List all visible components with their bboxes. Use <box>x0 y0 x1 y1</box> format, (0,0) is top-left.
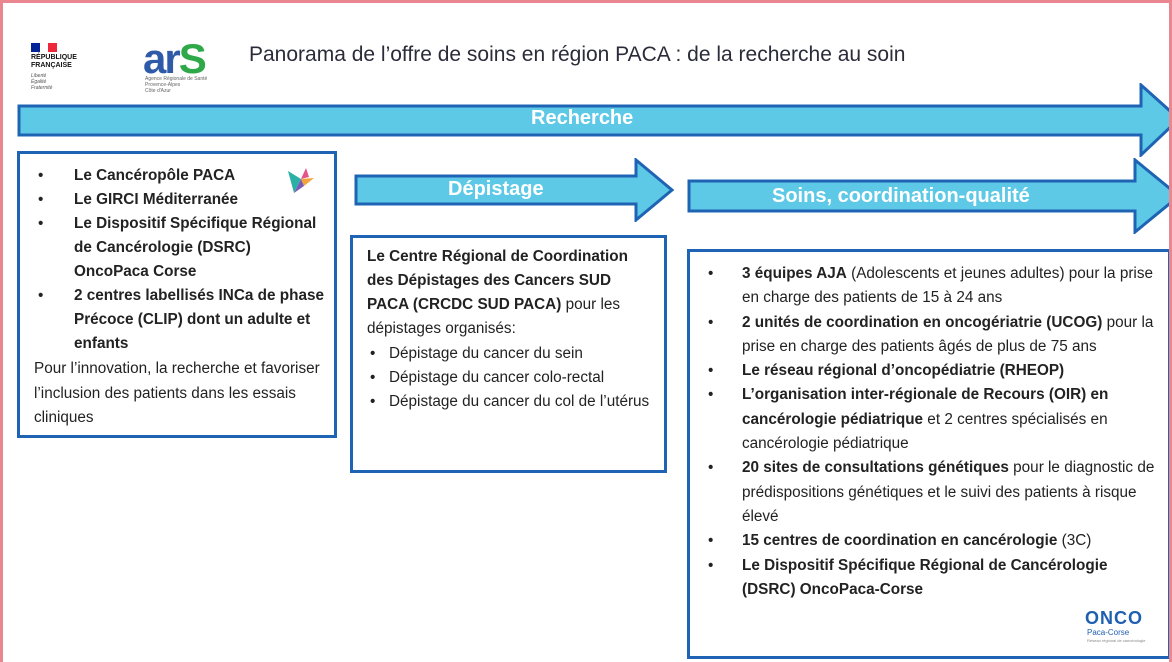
ars-logo-subtitle: Agence Régionale de Santé Provence-Alpes… <box>145 76 208 94</box>
list-item: Le Cancéropôle PACA <box>34 164 326 188</box>
recherche-label: Recherche <box>531 107 634 129</box>
onco-logo-tagline: Réseau régional de cancérologie <box>1087 638 1146 643</box>
list-item: Le GIRCI Méditerranée <box>34 188 326 212</box>
list-item: Le Dispositif Spécifique Régional de Can… <box>702 554 1160 603</box>
depistage-list: Dépistage du cancer du sein Dépistage du… <box>367 342 656 414</box>
french-flag-icon <box>31 43 58 52</box>
list-item: 2 unités de coordination en oncogériatri… <box>702 311 1160 360</box>
soins-box: 3 équipes AJA (Adolescents et jeunes adu… <box>687 249 1169 659</box>
depistage-label: Dépistage <box>448 178 544 200</box>
ars-logo-mark: arS <box>143 35 207 82</box>
list-item: 3 équipes AJA (Adolescents et jeunes adu… <box>702 262 1160 311</box>
depistage-arrow: Dépistage <box>354 158 676 222</box>
onco-logo-mark: ONCO <box>1085 608 1143 628</box>
list-item: Dépistage du cancer du col de l’utérus <box>367 390 656 414</box>
list-item: 20 sites de consultations génétiques pou… <box>702 456 1160 529</box>
list-item: Le Dispositif Spécifique Régional de Can… <box>34 212 326 284</box>
soins-label: Soins, coordination-qualité <box>772 185 1030 207</box>
list-item: Dépistage du cancer colo-rectal <box>367 366 656 390</box>
onco-paca-corse-logo: ONCO Paca-Corse Réseau régional de cancé… <box>1085 609 1151 649</box>
republique-name: RÉPUBLIQUE FRANÇAISE <box>31 54 77 69</box>
depistage-intro: Le Centre Régional de Coordination des D… <box>367 248 628 337</box>
soins-list: 3 équipes AJA (Adolescents et jeunes adu… <box>702 262 1160 602</box>
ars-logo: arS Agence Régionale de Santé Provence-A… <box>143 35 227 95</box>
list-item: 15 centres de coordination en cancérolog… <box>702 529 1160 554</box>
soins-arrow: Soins, coordination-qualité <box>687 158 1169 234</box>
recherche-box: Le Cancéropôle PACA Le GIRCI Méditerrané… <box>17 151 337 438</box>
list-item: Le réseau régional d’oncopédiatrie (RHEO… <box>702 359 1160 384</box>
recherche-purpose-text: Pour l’innovation, la recherche et favor… <box>34 360 320 426</box>
republique-motto: Liberté Égalité Fraternité <box>31 73 53 91</box>
recherche-arrow: Recherche <box>17 83 1169 157</box>
depistage-box: Le Centre Régional de Coordination des D… <box>350 235 667 473</box>
recherche-list: Le Cancéropôle PACA Le GIRCI Méditerrané… <box>34 164 326 356</box>
page-title: Panorama de l’offre de soins en région P… <box>249 43 906 66</box>
onco-logo-subtitle: Paca-Corse <box>1087 628 1130 637</box>
list-item: Dépistage du cancer du sein <box>367 342 656 366</box>
canceropole-star-icon <box>288 168 314 193</box>
list-item: 2 centres labellisés INCa de phase Préco… <box>34 284 326 356</box>
republique-francaise-logo: RÉPUBLIQUE FRANÇAISE Liberté Égalité Fra… <box>31 43 101 93</box>
list-item: L’organisation inter-régionale de Recour… <box>702 383 1160 456</box>
